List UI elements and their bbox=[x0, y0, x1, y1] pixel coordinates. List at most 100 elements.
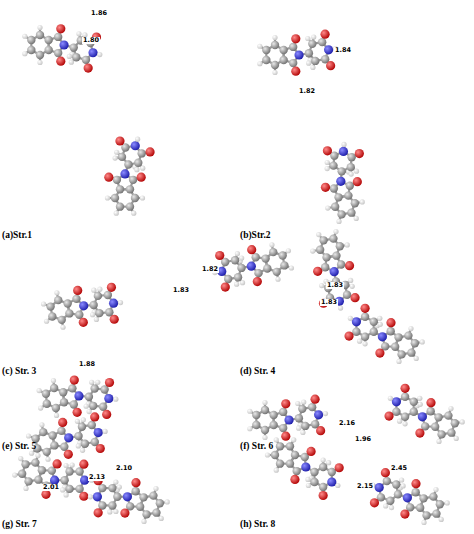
atom-ball bbox=[134, 167, 139, 172]
atom-ball bbox=[112, 156, 117, 161]
atom-ball bbox=[91, 288, 96, 293]
atom-ball bbox=[262, 46, 270, 54]
atom-ball bbox=[291, 34, 300, 43]
atom-ball bbox=[325, 166, 330, 171]
atom-ball bbox=[348, 278, 353, 283]
distance-label: 1.88 bbox=[78, 361, 96, 368]
panel-caption: (g) Str. 7 bbox=[2, 520, 37, 530]
atom-ball bbox=[392, 408, 400, 416]
atom-ball bbox=[319, 491, 328, 500]
atom-ball bbox=[375, 348, 384, 357]
atom-ball bbox=[48, 312, 56, 320]
atom-ball bbox=[123, 492, 132, 501]
atom-ball bbox=[73, 408, 82, 417]
atom-ball bbox=[50, 441, 58, 449]
atom-ball bbox=[102, 410, 111, 419]
atom-ball bbox=[81, 440, 89, 448]
atom-ball bbox=[410, 398, 418, 406]
atom-ball bbox=[289, 43, 297, 51]
atom-ball bbox=[411, 339, 419, 347]
atom-ball bbox=[301, 462, 310, 471]
atom-ball bbox=[75, 485, 83, 493]
atom-ball bbox=[325, 160, 330, 165]
atom-ball bbox=[257, 44, 262, 49]
atom-ball bbox=[60, 325, 65, 330]
atom-ball bbox=[89, 402, 97, 410]
atom-ball bbox=[63, 299, 71, 307]
atom-ball bbox=[262, 435, 267, 440]
atom-ball bbox=[306, 447, 315, 456]
atom-ball bbox=[67, 54, 72, 59]
atom-ball bbox=[345, 261, 354, 270]
atom-ball bbox=[52, 459, 61, 468]
atom-ball bbox=[394, 333, 402, 341]
atom-ball bbox=[84, 404, 89, 409]
atom-ball bbox=[353, 177, 362, 186]
atom-ball bbox=[400, 384, 409, 393]
atom-ball bbox=[420, 339, 425, 344]
atom-ball bbox=[344, 191, 352, 199]
atom-ball bbox=[436, 500, 444, 508]
atom-ball bbox=[334, 193, 342, 201]
atom-ball bbox=[95, 309, 103, 317]
atom-ball bbox=[396, 359, 401, 364]
atom-ball bbox=[34, 475, 42, 483]
atom-ball bbox=[74, 432, 82, 440]
atom-ball bbox=[94, 292, 102, 300]
atom-ball bbox=[99, 403, 107, 411]
atom-ball bbox=[103, 429, 108, 434]
atom-ball bbox=[314, 410, 323, 419]
atom-ball bbox=[310, 65, 315, 70]
atom-ball bbox=[60, 476, 68, 484]
atom-ball bbox=[27, 36, 35, 44]
atom-ball bbox=[79, 301, 88, 310]
atom-ball bbox=[401, 483, 406, 488]
atom-ball bbox=[139, 493, 147, 501]
atom-ball bbox=[131, 487, 139, 495]
atom-ball bbox=[221, 282, 230, 291]
atom-ball bbox=[44, 46, 52, 54]
atom-ball bbox=[107, 509, 112, 514]
atom-ball bbox=[292, 467, 300, 475]
atom-ball bbox=[391, 343, 399, 351]
atom-ball bbox=[64, 463, 69, 468]
atom-ball bbox=[332, 251, 340, 259]
atom-ball bbox=[48, 431, 56, 439]
panel-caption: (d) Str. 4 bbox=[240, 367, 275, 377]
atom-ball bbox=[454, 436, 459, 441]
atom-ball bbox=[41, 301, 46, 306]
atom-ball bbox=[24, 477, 32, 485]
atom-ball bbox=[90, 384, 98, 392]
distance-label: 2.15 bbox=[356, 483, 374, 490]
atom-ball bbox=[286, 459, 294, 467]
atom-ball bbox=[117, 484, 122, 489]
distance-label: 2.01 bbox=[42, 484, 60, 491]
distance-label: 1.83 bbox=[326, 282, 344, 289]
atom-ball bbox=[43, 448, 51, 456]
atom-ball bbox=[78, 422, 86, 430]
atom-ball bbox=[254, 269, 262, 277]
atom-ball bbox=[231, 256, 239, 264]
atom-ball bbox=[50, 384, 58, 392]
atom-ball bbox=[347, 208, 355, 216]
atom-ball bbox=[269, 411, 277, 419]
atom-ball bbox=[381, 468, 390, 477]
distance-label: 2.13 bbox=[88, 474, 106, 481]
atom-ball bbox=[329, 161, 337, 169]
atom-ball bbox=[70, 43, 78, 51]
atom-ball bbox=[98, 484, 106, 492]
atom-ball bbox=[70, 400, 78, 408]
atom-ball bbox=[291, 67, 300, 76]
atom-ball bbox=[104, 173, 113, 182]
atom-ball bbox=[152, 508, 160, 516]
atom-ball bbox=[362, 341, 367, 346]
atom-ball bbox=[308, 403, 316, 411]
atom-ball bbox=[272, 35, 277, 40]
atom-ball bbox=[436, 439, 441, 444]
atom-ball bbox=[261, 254, 269, 262]
atom-ball bbox=[341, 142, 346, 147]
panel-caption: (e) Str. 5 bbox=[2, 442, 36, 452]
atom-ball bbox=[352, 328, 360, 336]
atom-ball bbox=[37, 25, 42, 30]
atom-ball bbox=[145, 147, 154, 156]
